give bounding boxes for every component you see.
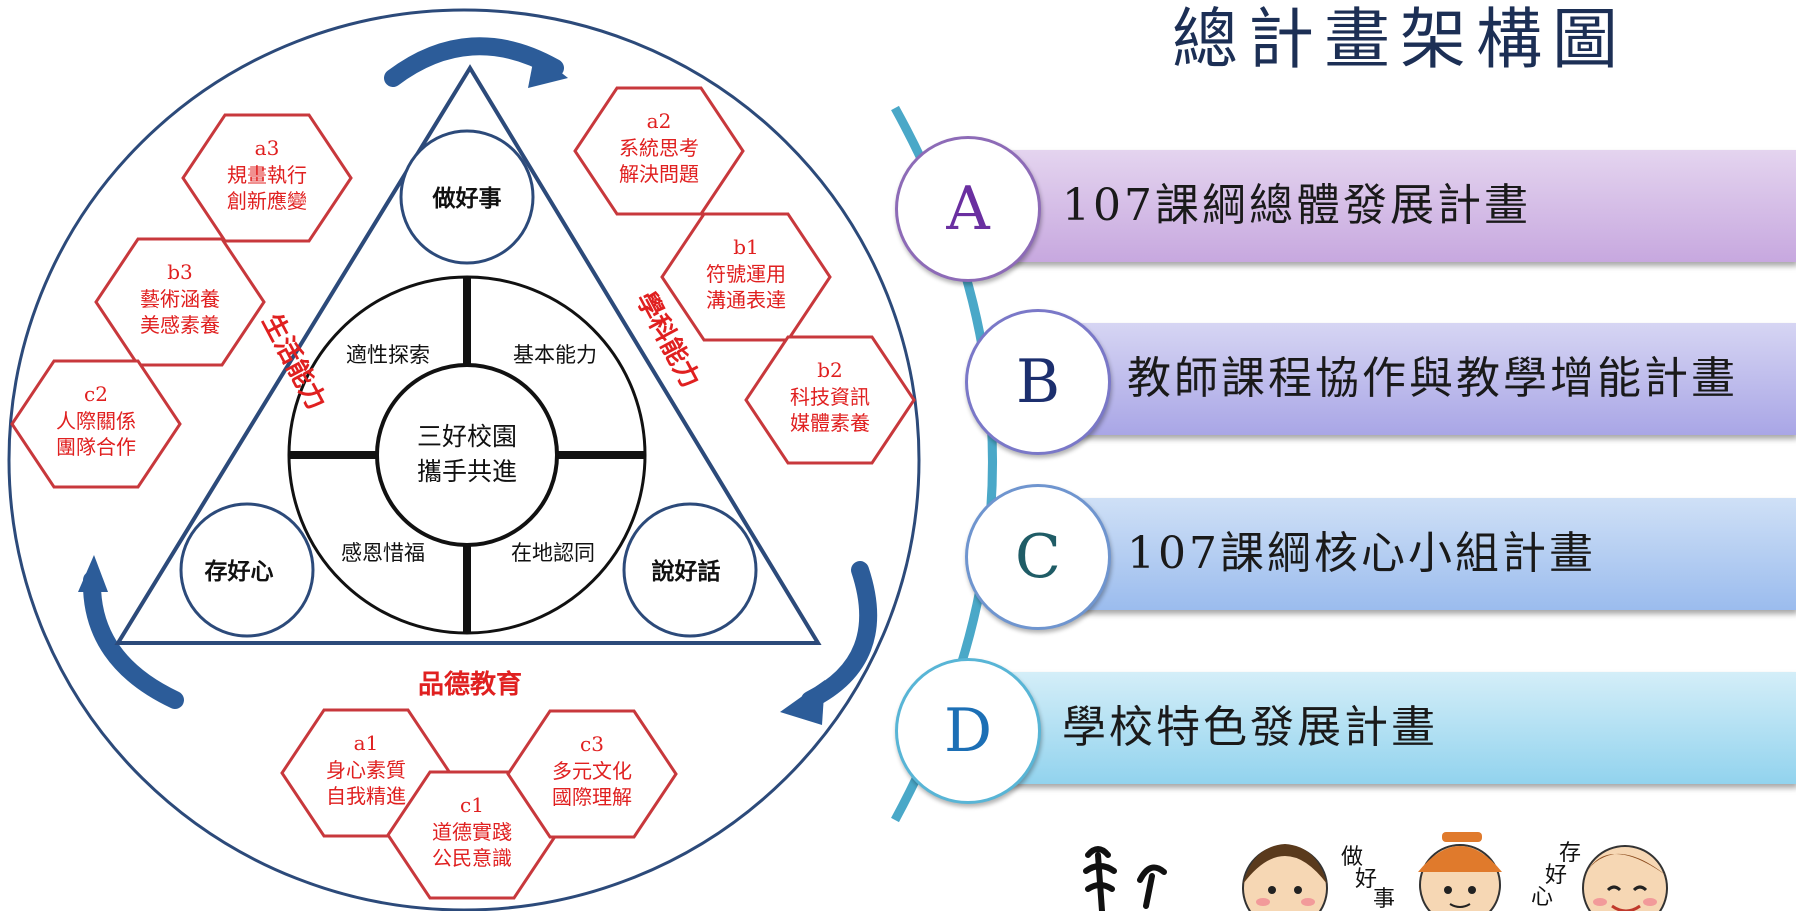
hex-b1-line1: 符號運用 [706, 262, 786, 286]
hexagon-c3: c3 多元文化 國際理解 [506, 709, 678, 839]
hex-c3-line1: 多元文化 [552, 759, 632, 783]
tag2-char1: 存 [1559, 841, 1581, 866]
plan-letter-b: B [1015, 347, 1061, 417]
plan-label-c: 107課綱核心小組計畫 [1127, 528, 1596, 579]
vertex-right-label: 說好話 [652, 558, 721, 585]
vertex-left-circle [179, 502, 315, 638]
hex-a3-line2: 創新應變 [227, 189, 307, 213]
hex-a2-code: a2 [647, 109, 672, 133]
plan-label-d: 學校特色發展計畫 [1062, 702, 1438, 753]
hex-b3-line2: 美感素養 [140, 313, 220, 337]
hex-b3-line1: 藝術涵養 [140, 287, 220, 311]
hex-b2-line2: 媒體素養 [790, 411, 870, 435]
hexagon-a1: a1 身心素質 自我精進 [280, 708, 452, 838]
hex-b3-code: b3 [167, 260, 193, 284]
hexagon-b3: b3 藝術涵養 美感素養 [94, 237, 266, 367]
hexagon-group: a3 規畫執行 創新應變 b3 藝術涵養 美感素養 c2 人際關係 團隊合作 a… [10, 86, 916, 900]
hexagon-c2: c2 人際關係 團隊合作 [10, 359, 182, 489]
hex-c1-code: c1 [460, 793, 484, 817]
plan-badge-a[interactable]: A [895, 136, 1041, 282]
plan-bar-d[interactable] [960, 672, 1796, 784]
hex-a3-code: a3 [255, 136, 280, 160]
center-text-line1: 三好校園 [417, 422, 517, 451]
hex-c2-code: c2 [84, 382, 108, 406]
vertex-left-label: 存好心 [205, 558, 274, 585]
plan-letter-a: A [946, 174, 990, 244]
calligraphy-mark [1083, 846, 1117, 911]
vertex-top-label: 做好事 [432, 185, 502, 212]
hexagon-b2: b2 科技資訊 媒體素養 [744, 335, 916, 465]
hex-c3-line2: 國際理解 [552, 785, 632, 809]
hexagon-a3: a3 規畫執行 創新應變 [181, 113, 353, 243]
tag2-char3: 心 [1531, 885, 1553, 910]
mascot-girl-hair [1243, 844, 1327, 884]
vertex-circles: 做好事 存好心 說好話 [179, 129, 758, 638]
hexagon-a2: a2 系統思考 解決問題 [573, 86, 745, 216]
hex-a1-line1: 身心素質 [326, 758, 406, 782]
plan-badge-d[interactable]: D [895, 658, 1041, 804]
side-label-bottom: 品德教育 [418, 669, 522, 700]
page-title: 總計畫架構圖 [1172, 1, 1628, 78]
left-arrow-body [82, 571, 184, 709]
cycle-arrows [78, 37, 878, 725]
hex-b2-code: b2 [817, 358, 843, 382]
hex-c2-line1: 人際關係 [56, 409, 136, 433]
hex-b1-line2: 溝通表達 [706, 288, 786, 312]
hex-a3-line1: 規畫執行 [227, 163, 307, 187]
hex-b1-code: b1 [733, 235, 759, 259]
hex-a1-line2: 自我精進 [326, 784, 406, 808]
vertex-top-circle [399, 129, 535, 265]
outer-ellipse [7, 8, 921, 911]
top-arrow-head [528, 52, 568, 88]
hex-a2-line2: 解決問題 [619, 162, 699, 186]
central-wheel: 三好校園 攜手共進 適性探索 基本能力 感恩惜福 在地認同 [287, 275, 647, 635]
center-text-line2: 攜手共進 [417, 457, 517, 486]
plan-bar-b[interactable] [1030, 323, 1796, 435]
hex-a1-code: a1 [354, 731, 379, 755]
hex-c1-line1: 道德實踐 [432, 820, 512, 844]
plan-badge-c[interactable]: C [965, 484, 1111, 630]
tag1-char1: 做 [1341, 845, 1363, 870]
plan-bar-c[interactable] [1030, 498, 1796, 610]
tag1-char2: 好 [1355, 867, 1377, 892]
plan-label-a: 107課綱總體發展計畫 [1062, 180, 1531, 231]
tag1-char3: 事 [1373, 887, 1395, 911]
left-arrow-head [78, 555, 108, 592]
mascot-boy-cap [1418, 846, 1502, 872]
plan-label-b: 教師課程協作與教學增能計畫 [1127, 353, 1738, 404]
plan-bar-a[interactable] [960, 150, 1796, 262]
wheel-center [375, 363, 559, 547]
quadrant-bottom-right: 在地認同 [511, 541, 595, 565]
hex-a2-line1: 系統思考 [619, 136, 699, 160]
hexagon-b1: b1 符號運用 溝通表達 [660, 212, 832, 342]
hex-c2-line2: 團隊合作 [56, 435, 136, 459]
quadrant-top-right: 基本能力 [513, 343, 597, 367]
quadrant-bottom-left: 感恩惜福 [341, 541, 425, 565]
plan-letter-d: D [943, 696, 993, 766]
plan-letter-c: C [1015, 522, 1061, 592]
tag2-char2: 好 [1545, 863, 1567, 888]
hex-c3-code: c3 [580, 732, 604, 756]
mascot-illustration: 做 好 事 存 好 心 [1083, 832, 1668, 911]
right-arrow-head [780, 680, 825, 725]
vertex-right-circle [622, 502, 758, 638]
right-arrow-body [801, 561, 878, 709]
hex-b2-line1: 科技資訊 [790, 385, 870, 409]
quadrant-top-left: 適性探索 [346, 343, 430, 367]
triangle [114, 64, 822, 645]
plan-badge-b[interactable]: B [965, 309, 1111, 455]
hex-c1-line2: 公民意識 [432, 846, 512, 870]
